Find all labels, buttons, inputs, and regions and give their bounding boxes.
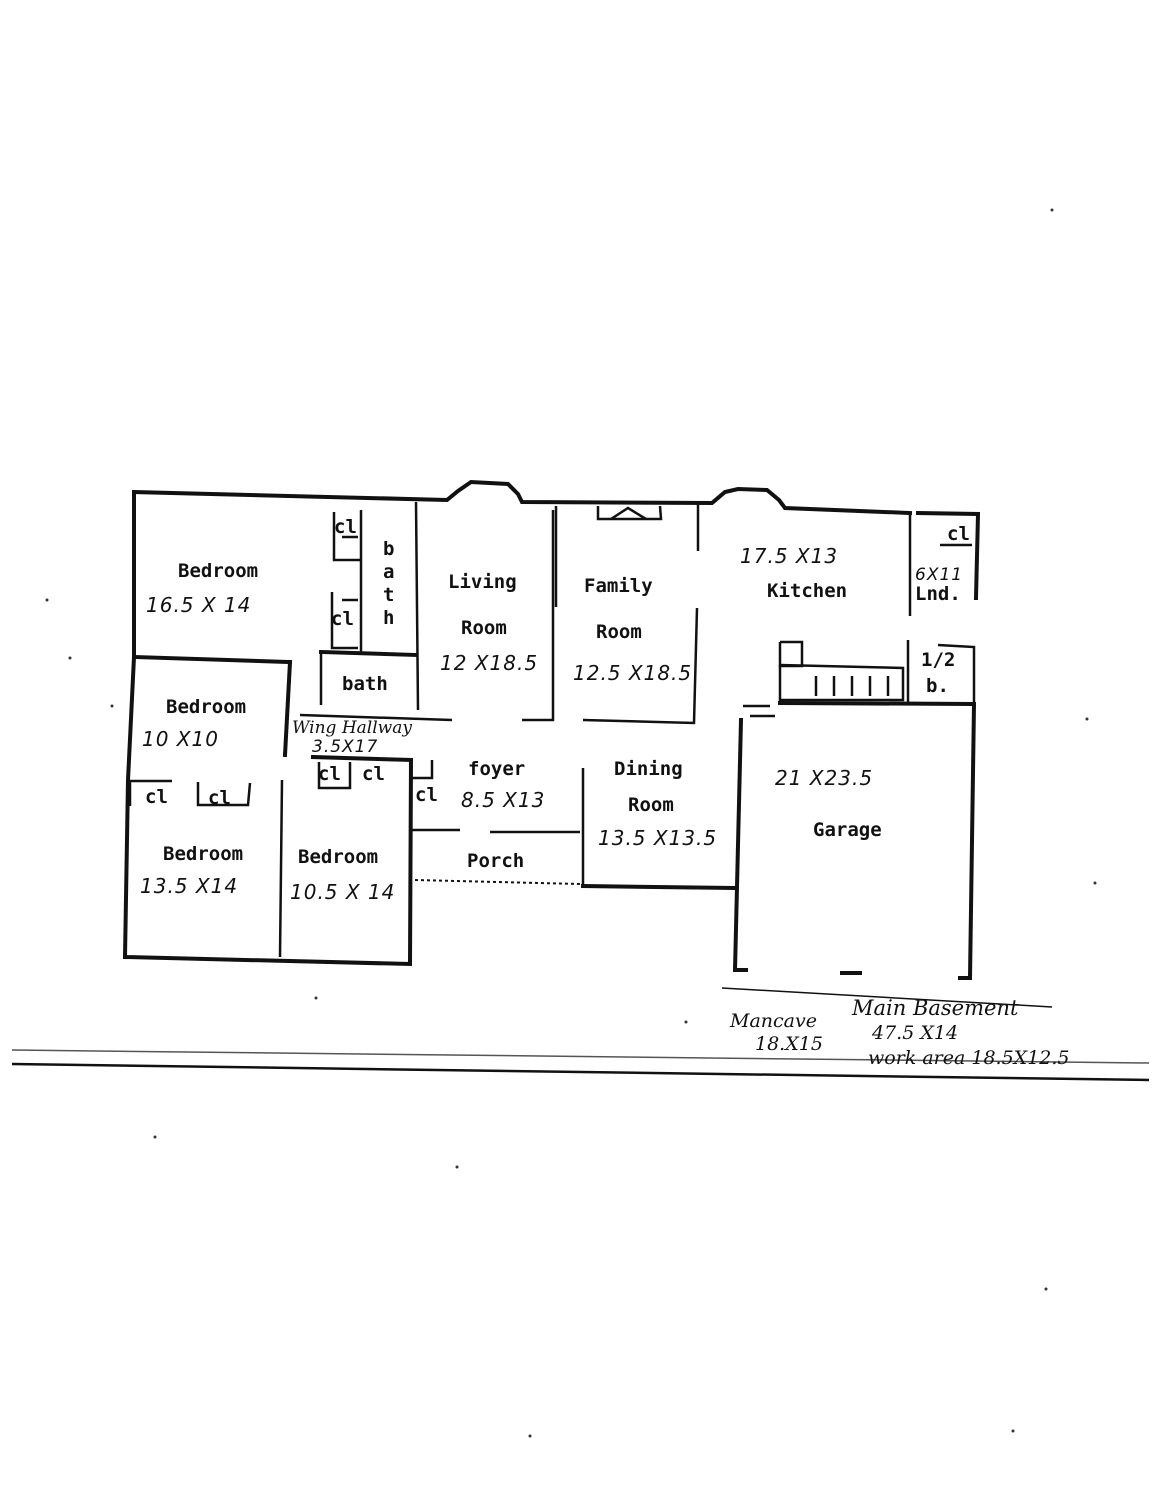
bath-letter: a xyxy=(383,561,394,583)
kitchen-dim: 17.5 X13 xyxy=(740,544,838,568)
closet-label: cl xyxy=(318,763,341,785)
main-basement-label: Main Basement xyxy=(851,996,1019,1020)
closet-label: cl xyxy=(334,516,357,538)
walls xyxy=(11,479,1150,1082)
closet-label: cl xyxy=(362,763,385,785)
bedroom4-label: Bedroom xyxy=(298,846,378,868)
closet-label: cl xyxy=(947,523,970,545)
dining-label-2: Room xyxy=(628,794,674,816)
living-dim: 12 X18.5 xyxy=(440,651,538,675)
garage-dim: 21 X23.5 xyxy=(775,766,873,790)
dining-dim: 13.5 X13.5 xyxy=(598,826,717,850)
bedroom3-label: Bedroom xyxy=(163,843,243,865)
bedroom3-dim: 13.5 X14 xyxy=(140,874,238,898)
family-dim: 12.5 X18.5 xyxy=(573,661,692,685)
main-basement-dim: 47.5 X14 xyxy=(871,1022,958,1044)
closet-label: cl xyxy=(331,608,354,630)
porch-label: Porch xyxy=(467,850,524,872)
mancave-dim: 18.X15 xyxy=(755,1033,823,1055)
halfbath-label-1: 1/2 xyxy=(921,649,955,671)
bedroom1-dim: 16.5 X 14 xyxy=(146,593,251,617)
bath-letter: h xyxy=(383,607,394,629)
bedroom2-dim: 10 X10 xyxy=(142,727,219,751)
bath-letter: b xyxy=(383,538,394,560)
bedroom2-label: Bedroom xyxy=(166,696,246,718)
family-label-2: Room xyxy=(596,621,642,643)
room-labels: Bedroom 16.5 X 14 cl cl b a t h bath Liv… xyxy=(140,516,970,904)
bedroom4-dim: 10.5 X 14 xyxy=(290,880,395,904)
bath2-label: bath xyxy=(342,673,388,695)
laundry-label: Lnd. xyxy=(915,583,961,605)
foyer-label: foyer xyxy=(468,758,525,780)
closet-label: cl xyxy=(145,786,168,808)
living-label-1: Living xyxy=(448,571,517,593)
closet-label: cl xyxy=(415,784,438,806)
scan-specks xyxy=(45,208,1097,1438)
basement-notes: Mancave 18.X15 Main Basement 47.5 X14 wo… xyxy=(729,996,1070,1069)
mancave-label: Mancave xyxy=(729,1010,817,1032)
halfbath-label-2: b. xyxy=(926,675,949,697)
foyer-dim: 8.5 X13 xyxy=(461,788,545,812)
kitchen-label: Kitchen xyxy=(767,580,847,602)
bedroom1-label: Bedroom xyxy=(178,560,258,582)
living-label-2: Room xyxy=(461,617,507,639)
hallway-label: Wing Hallway xyxy=(292,718,412,738)
closet-label: cl xyxy=(208,787,231,809)
dining-label-1: Dining xyxy=(614,758,683,780)
hallway-dim: 3.5X17 xyxy=(312,737,378,757)
bath-letter: t xyxy=(383,584,394,606)
laundry-dim: 6X11 xyxy=(915,565,963,585)
garage-label: Garage xyxy=(813,819,882,841)
work-area-label: work area 18.5X12.5 xyxy=(868,1047,1070,1069)
family-label-1: Family xyxy=(584,575,653,597)
